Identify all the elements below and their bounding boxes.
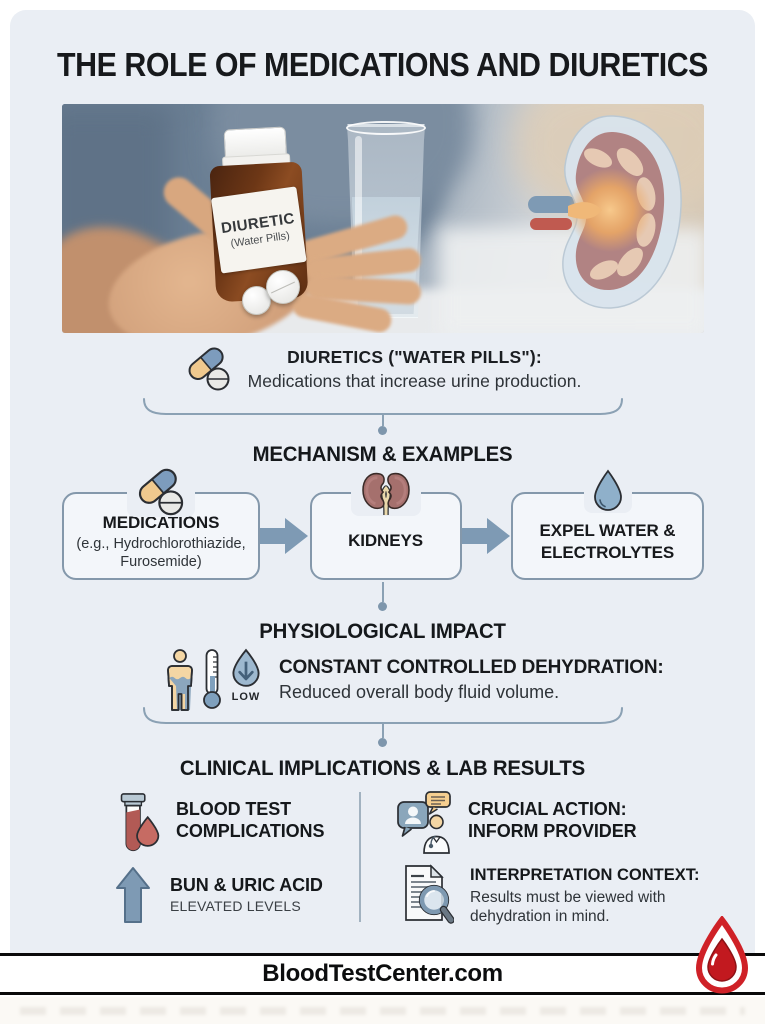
flow-arrow [461,517,512,555]
connector-line [382,724,384,738]
flow-step-subtitle: (e.g., Hydrochlorothiazide, Furosemide) [76,535,246,570]
clinical-item-title: BUN & URIC ACID [170,875,323,895]
low-water-drop-icon [232,648,260,687]
bottle-label: DIURETIC (Water Pills) [210,186,307,274]
up-arrow-icon [116,867,150,923]
kidney-illustration [528,115,682,309]
right-arrow-icon [260,518,309,554]
connector-line [382,582,384,602]
flow-arrow [260,517,310,555]
connector-dot [378,738,387,747]
glass-highlight [354,135,362,293]
intro-heading: DIURETICS ("WATER PILLS"): [287,346,542,367]
intro-text: DIURETICS ("WATER PILLS"): Medications t… [248,347,582,392]
kidneys-icon [361,472,410,516]
hero-photo: DIURETIC (Water Pills) [62,104,704,333]
flow-step-medications: MEDICATIONS (e.g., Hydrochlorothiazide, … [62,467,260,580]
low-label: LOW [231,691,261,703]
impact-point-title: CONSTANT CONTROLLED DEHYDRATION: [279,657,664,678]
connector-dot [378,602,387,611]
flow-step-title: KIDNEYS [348,531,423,550]
mechanism-flow: MEDICATIONS (e.g., Hydrochlorothiazide, … [62,467,704,580]
flow-step-title: EXPEL WATER & ELECTROLYTES [539,520,676,562]
bracket-divider [143,707,623,724]
footer-site-text: BloodTestCenter.com [262,960,503,987]
clinical-item-interpretation: INTERPRETATION CONTEXT: Results must be … [398,864,699,927]
clinical-item-subtitle: Results must be viewed with dehydration … [470,888,666,926]
page-title: THE ROLE OF MEDICATIONS AND DIURETICS [57,46,708,83]
clinical-item-blood-test: BLOOD TEST COMPLICATIONS [116,792,336,858]
pills-icon [138,468,184,516]
bracket-divider [143,398,623,415]
white-pill [266,270,300,304]
water-drop-icon [593,469,622,511]
flow-step-title: MEDICATIONS [102,512,220,532]
connector-line [382,415,384,426]
footer-band: BloodTestCenter.com [0,953,765,995]
pills-icon [188,347,230,391]
intro-description: Medications that increase urine producti… [247,370,582,391]
impact-section: LOW CONSTANT CONTROLLED DEHYDRATION: Red… [163,648,664,714]
intro-section: DIURETICS ("WATER PILLS"): Medications t… [0,346,765,392]
impact-heading: PHYSIOLOGICAL IMPACT [259,620,506,643]
column-divider [359,792,361,922]
document-magnifier-icon [405,864,454,924]
impact-point-text: Reduced overall body fluid volume. [279,682,560,702]
person-fluid-icon [167,649,193,711]
clinical-item-subtitle: ELEVATED LEVELS [170,897,301,914]
clinical-item-title: INTERPRETATION CONTEXT: [470,866,700,884]
clinical-item-title: BLOOD TEST COMPLICATIONS [176,799,325,841]
right-arrow-icon [461,518,510,554]
faint-ghost-text [20,1006,745,1015]
flow-step-expel: EXPEL WATER & ELECTROLYTES [511,469,704,580]
mechanism-heading: MECHANISM & EXAMPLES [252,443,513,466]
clinical-item-bun-uric: BUN & URIC ACID ELEVATED LEVELS [114,866,323,924]
thermometer-icon [203,649,221,709]
flow-step-kidneys: KIDNEYS [309,470,462,580]
low-indicator: LOW [227,648,265,703]
clinical-heading: CLINICAL IMPLICATIONS & LAB RESULTS [179,757,586,780]
glass-rim [345,121,427,135]
clinical-item-title: CRUCIAL ACTION: INFORM PROVIDER [468,799,637,841]
impact-text: CONSTANT CONTROLLED DEHYDRATION: Reduced… [279,648,664,703]
clinical-item-crucial-action: CRUCIAL ACTION: INFORM PROVIDER [396,790,638,854]
bottom-strip [0,996,765,1024]
chat-doctor-icon [397,791,451,854]
blood-test-tube-icon [120,793,160,852]
connector-dot [378,426,387,435]
blood-drop-logo-icon [692,915,752,994]
